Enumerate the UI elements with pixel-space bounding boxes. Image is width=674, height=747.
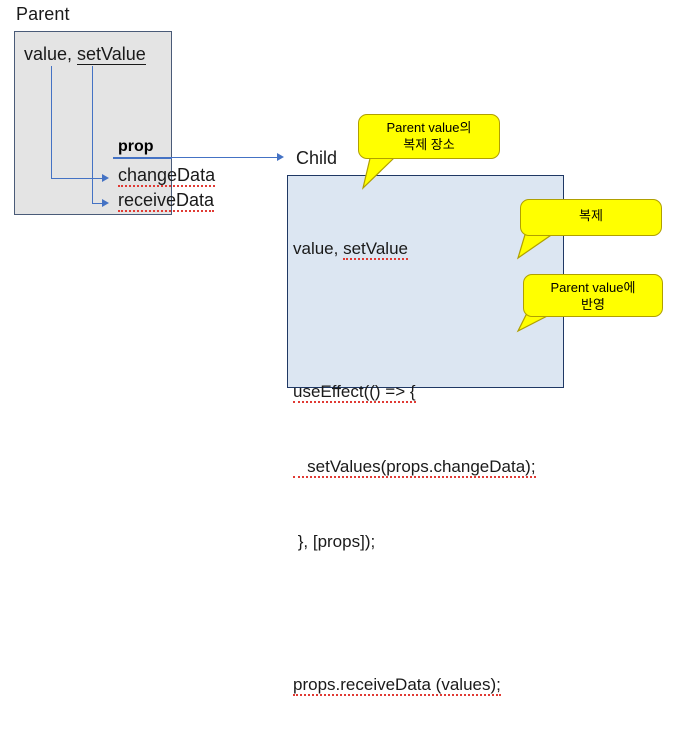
callout-copy-location-line2: 복제 장소	[403, 137, 455, 152]
child-code-block: value, setValue useEffect(() => { setVal…	[293, 186, 563, 747]
connector-setvalue-horizontal	[92, 203, 103, 205]
arrow-head-icon	[102, 199, 109, 207]
child-state-line: value, setValue	[293, 236, 563, 261]
callout-copy-location-line1: Parent value의	[386, 120, 472, 135]
parent-label: Parent	[16, 4, 70, 24]
arrow-head-icon	[277, 153, 284, 161]
callout-reflect-line1: Parent value에	[550, 280, 636, 295]
child-value-text: value,	[293, 239, 344, 258]
code-spacer	[293, 604, 563, 622]
child-code-line-4: props.receiveData (values);	[293, 672, 563, 697]
child-code-line-2: setValues(props.changeData);	[293, 454, 563, 479]
child-code-line-4-text: props.receiveData (values);	[293, 675, 501, 696]
prop-item-receivedata-label: receiveData	[118, 190, 215, 212]
callout-reflect-line2: 반영	[581, 297, 605, 312]
callout-copy: 복제	[520, 199, 662, 236]
connector-setvalue-vertical	[92, 66, 94, 204]
callout-copy-line1: 복제	[579, 208, 603, 223]
prop-item-receivedata: receiveData	[118, 190, 215, 212]
parent-value-text: value,	[24, 44, 78, 64]
child-box	[287, 175, 564, 388]
child-code-line-1-text: useEffect(() => {	[293, 382, 416, 403]
connector-value-vertical	[51, 66, 53, 179]
child-setvalue-text: setValue	[343, 239, 408, 260]
parent-state-line: value, setValue	[24, 44, 146, 65]
diagram-canvas: Parent value, setValue prop changeData r…	[14, 4, 663, 696]
child-code-line-3: }, [props]);	[293, 532, 376, 551]
connector-value-horizontal	[51, 178, 103, 180]
callout-reflect-to-parent: Parent value에 반영	[523, 274, 663, 317]
parent-setvalue-text: setValue	[77, 44, 146, 65]
arrow-head-icon	[102, 174, 109, 182]
child-code-line-2-text: setValues(props.changeData);	[293, 457, 536, 478]
prop-item-changedata-label: changeData	[118, 165, 216, 187]
child-code-line-1: useEffect(() => {	[293, 379, 563, 404]
prop-underline-rule	[113, 158, 172, 159]
prop-label: prop	[118, 138, 154, 155]
prop-item-changedata: changeData	[118, 165, 216, 187]
child-label: Child	[296, 148, 338, 168]
callout-copy-location: Parent value의 복제 장소	[358, 114, 500, 159]
connector-prop-to-child	[113, 157, 278, 159]
